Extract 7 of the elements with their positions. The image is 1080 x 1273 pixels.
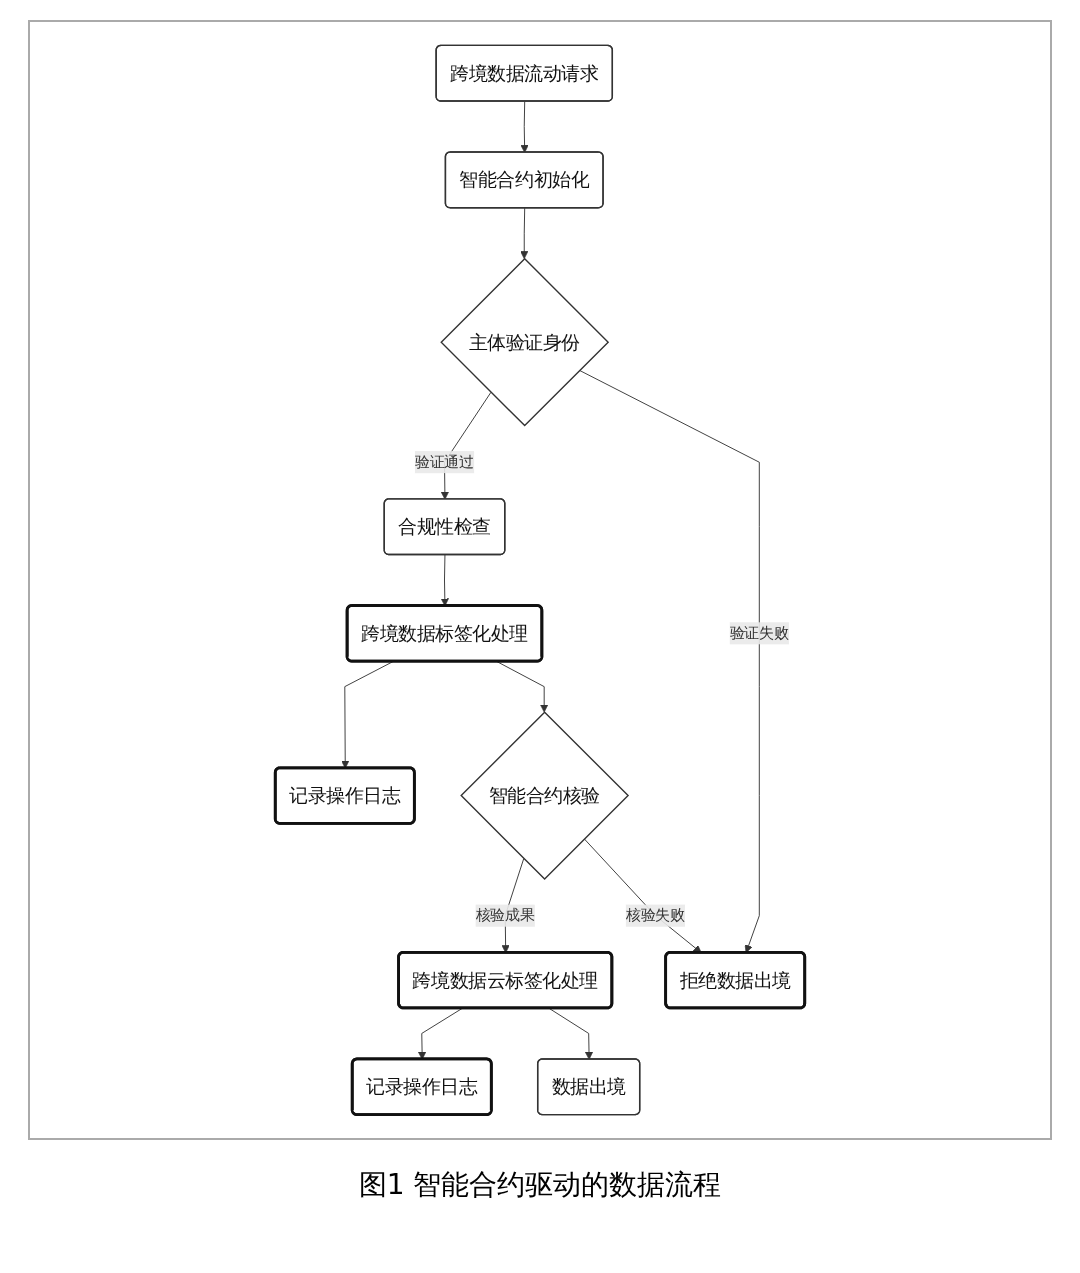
node-diamond: 智能合约核验 xyxy=(460,711,630,881)
edge-label: 核验成果 xyxy=(475,906,535,925)
edge-label: 核验失败 xyxy=(625,906,686,925)
node-diamond: 主体验证身份 xyxy=(440,257,610,427)
edge-label: 验证失败 xyxy=(729,624,789,642)
figure-caption: 图1 智能合约驱动的数据流程 xyxy=(358,1167,722,1203)
edge-label: 验证通过 xyxy=(414,452,475,471)
